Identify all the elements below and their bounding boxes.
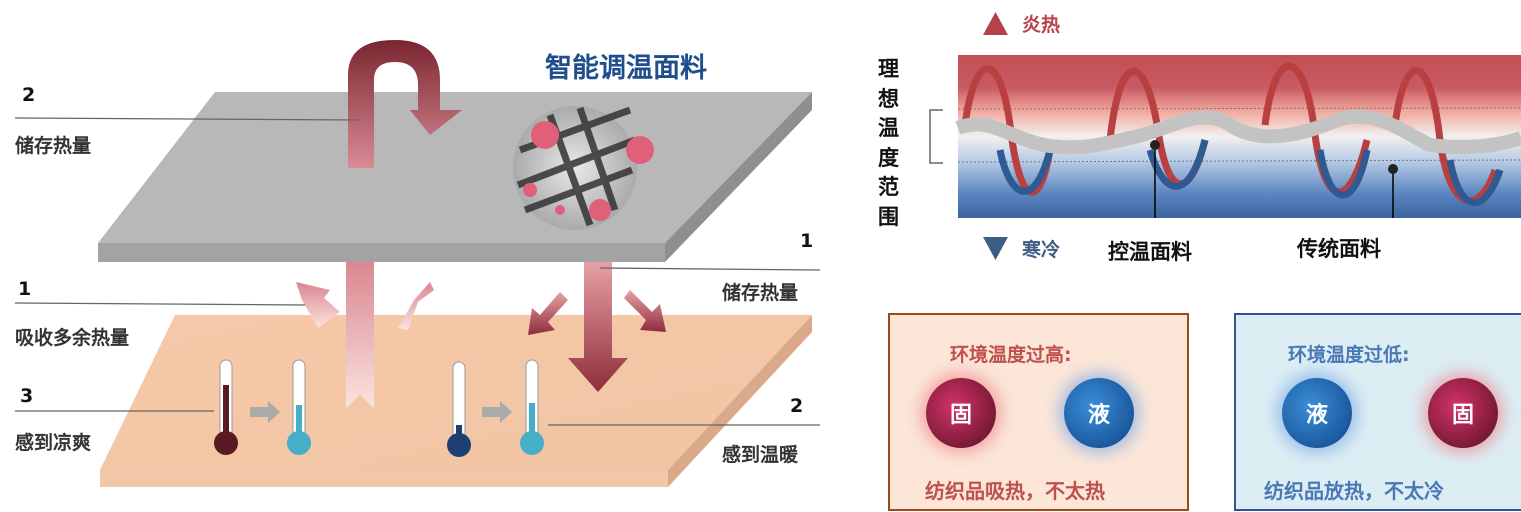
heat-release-arrows: [528, 262, 666, 392]
store-heat-arrow: [348, 40, 462, 168]
solid-orb: 固: [1428, 378, 1498, 448]
cold-label: 寒冷: [1022, 239, 1061, 261]
heat-absorb-arrows: [296, 262, 434, 408]
traditional-fabric-label: 传统面料: [1297, 237, 1381, 261]
cold-triangle-icon: [983, 237, 1008, 260]
range-char: 温: [878, 116, 899, 140]
thermometers: [214, 359, 544, 457]
label-number: 1: [800, 230, 814, 252]
hot-environment-box: 环境温度过高: 固 液 纺织品吸热，不太热: [888, 313, 1189, 511]
hot-box-title: 环境温度过高:: [950, 344, 1072, 366]
label-absorb-heat: 吸收多余热量: [15, 327, 130, 349]
hot-triangle-icon: [983, 12, 1008, 35]
smart-fabric-label: 控温面料: [1108, 240, 1192, 264]
hot-label: 炎热: [1022, 14, 1061, 36]
hot-box-caption: 纺织品吸热，不太热: [925, 479, 1105, 503]
label-feel-cool: 感到凉爽: [15, 432, 92, 454]
liquid-orb: 液: [1064, 378, 1134, 448]
label-number: 2: [22, 84, 36, 106]
label-number: 1: [18, 278, 32, 300]
page-title: 智能调温面料: [545, 53, 707, 84]
range-char: 围: [878, 204, 899, 229]
solid-orb: 固: [926, 378, 996, 448]
fabric-layer: [98, 92, 812, 262]
range-char: 度: [878, 145, 899, 170]
range-char: 范: [878, 175, 899, 199]
fabric-microcapsule-closeup: [513, 106, 654, 230]
smart-fabric-curve: [955, 109, 1521, 155]
cold-box-title: 环境温度过低:: [1288, 344, 1410, 366]
label-number: 3: [20, 385, 34, 407]
liquid-orb: 液: [1282, 378, 1352, 448]
range-char: 理: [878, 57, 899, 81]
label-store-heat-right: 储存热量: [722, 282, 799, 304]
range-char: 想: [878, 86, 899, 111]
cold-box-caption: 纺织品放热，不太冷: [1264, 479, 1444, 503]
label-store-heat: 储存热量: [15, 135, 92, 157]
ideal-range-label: 理 想 温 度 范 围: [878, 55, 904, 232]
temperature-chart: [929, 12, 1521, 260]
label-feel-warm: 感到温暖: [722, 444, 799, 466]
cold-environment-box: 环境温度过低: 液 固 纺织品放热，不太冷: [1234, 313, 1521, 511]
leader-lines: [14, 117, 821, 426]
label-number: 2: [790, 395, 804, 417]
